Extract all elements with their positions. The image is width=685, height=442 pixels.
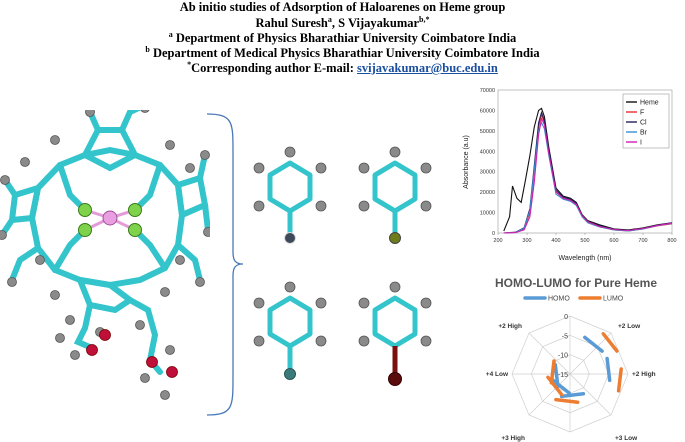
abs-x-tick-label: 400 xyxy=(551,238,560,244)
abs-x-axis-label: Wavelength (nm) xyxy=(558,255,611,262)
author-sup-2: b,* xyxy=(419,15,430,24)
affiliation-a-text: Department of Physics Bharathiar Univers… xyxy=(172,31,517,46)
radar-spoke xyxy=(528,332,571,375)
abs-y-tick-label: 0 xyxy=(492,231,495,237)
abs-x-tick-label: 600 xyxy=(609,238,618,244)
radar-r-tick-label: -5 xyxy=(562,333,568,340)
affiliation-b: b Department of Medical Physics Bharathi… xyxy=(0,45,685,61)
abs-legend-label: Br xyxy=(640,130,648,137)
grouping-bracket xyxy=(206,113,244,416)
abs-y-tick-label: 40000 xyxy=(480,149,495,155)
radar-mark-homo xyxy=(550,377,571,395)
radar-category-label: +2 Low xyxy=(618,323,641,330)
affiliation-a-mark: a xyxy=(168,30,173,39)
radar-mark-homo xyxy=(605,356,612,383)
abs-y-tick-label: 30000 xyxy=(480,170,495,176)
haloarene-bromobenzene xyxy=(358,146,432,244)
radar-category-label: +4 Low xyxy=(486,371,509,378)
abs-legend-label: F xyxy=(640,110,644,117)
radar-r-tick-label: -10 xyxy=(558,353,568,360)
abs-y-axis-label: Absorbance (a.u) xyxy=(463,135,470,189)
abs-series-line-i xyxy=(503,116,673,234)
abs-x-tick-label: 300 xyxy=(522,238,531,244)
abs-x-tick-label: 500 xyxy=(580,238,589,244)
affiliation-a: a Department of Physics Bharathiar Unive… xyxy=(0,30,685,46)
radar-legend-label: HOMO xyxy=(548,296,570,303)
affiliation-b-text: Department of Medical Physics Bharathiar… xyxy=(149,46,540,61)
abs-x-tick-label: 200 xyxy=(493,238,502,244)
radar-chart-title: HOMO-LUMO for Pure Heme xyxy=(494,276,657,290)
absorbance-spectrum-chart: 0 10000 20000 30000 40000 50000 60000 70000 200… xyxy=(463,88,677,262)
radar-mark-homo xyxy=(583,335,604,353)
heme-nitrogen-atoms xyxy=(78,203,142,237)
corresponding-mark: * xyxy=(187,60,192,69)
radar-spoke xyxy=(569,373,612,416)
abs-legend-label: Heme xyxy=(640,100,659,107)
corresponding-label: Corresponding author E-mail: xyxy=(191,61,358,76)
radar-spoke xyxy=(569,332,612,375)
author-name-2: , S Vijayakumar xyxy=(331,16,420,31)
radar-mark-lumo xyxy=(549,359,556,385)
haloarene-structures xyxy=(253,146,432,386)
abs-x-tick-label: 800 xyxy=(667,238,676,244)
abs-legend-label: Cl xyxy=(640,120,647,127)
radar-r-tick-label: 0 xyxy=(564,314,568,321)
abs-y-tick-label: 10000 xyxy=(480,211,495,217)
abs-y-tick-label: 60000 xyxy=(480,108,495,114)
heme-bonds xyxy=(0,110,210,375)
heme-iron-atom xyxy=(102,210,118,226)
heme-molecule-figure xyxy=(0,110,210,400)
abs-y-tick-label: 50000 xyxy=(480,129,495,135)
radar-mark-lumo xyxy=(601,332,619,353)
radar-mark-homo xyxy=(559,392,586,399)
radar-category-label: +2 High xyxy=(632,371,656,378)
radar-spoke xyxy=(528,373,571,416)
corresponding-author: *Corresponding author E-mail: svijavakum… xyxy=(0,60,685,76)
radar-mark-lumo xyxy=(616,367,623,393)
haloarene-iodobenzene xyxy=(358,281,432,386)
author-line: Rahul Suresha, S Vijayakumarb,* xyxy=(0,15,685,31)
homo-lumo-radar-chart: HOMO LUMO 0 -5 -10 -15 +2 Low +2 High +3 Low +3 … xyxy=(486,296,656,442)
abs-x-tick-label: 700 xyxy=(638,238,647,244)
heme-oxygen-atoms xyxy=(86,329,178,378)
radar-category-label: +2 High xyxy=(498,323,522,330)
abs-y-tick-label: 70000 xyxy=(480,88,495,94)
radar-category-label: +3 High xyxy=(501,435,525,442)
abs-legend-box xyxy=(622,93,670,149)
radar-legend: HOMO LUMO xyxy=(523,296,624,303)
author-sup-1: a xyxy=(327,15,332,24)
author-name-1: Rahul Suresh xyxy=(255,16,328,31)
paper-title: Ab initio studies of Adsorption of Haloa… xyxy=(179,0,506,14)
abs-y-tick-label: 20000 xyxy=(480,190,495,196)
haloarene-fluorobenzene xyxy=(253,146,327,244)
radar-mark-lumo xyxy=(554,397,580,404)
abs-legend-label: I xyxy=(640,140,642,147)
radar-r-tick-label: -15 xyxy=(558,372,568,379)
corresponding-email-link[interactable]: svijavakumar@buc.edu.in xyxy=(357,61,498,76)
radar-category-label: +3 Low xyxy=(615,435,638,442)
haloarene-chlorobenzene xyxy=(253,281,327,380)
affiliation-b-mark: b xyxy=(145,45,150,54)
radar-mark-homo xyxy=(553,362,560,389)
radar-legend-label: LUMO xyxy=(603,296,624,303)
